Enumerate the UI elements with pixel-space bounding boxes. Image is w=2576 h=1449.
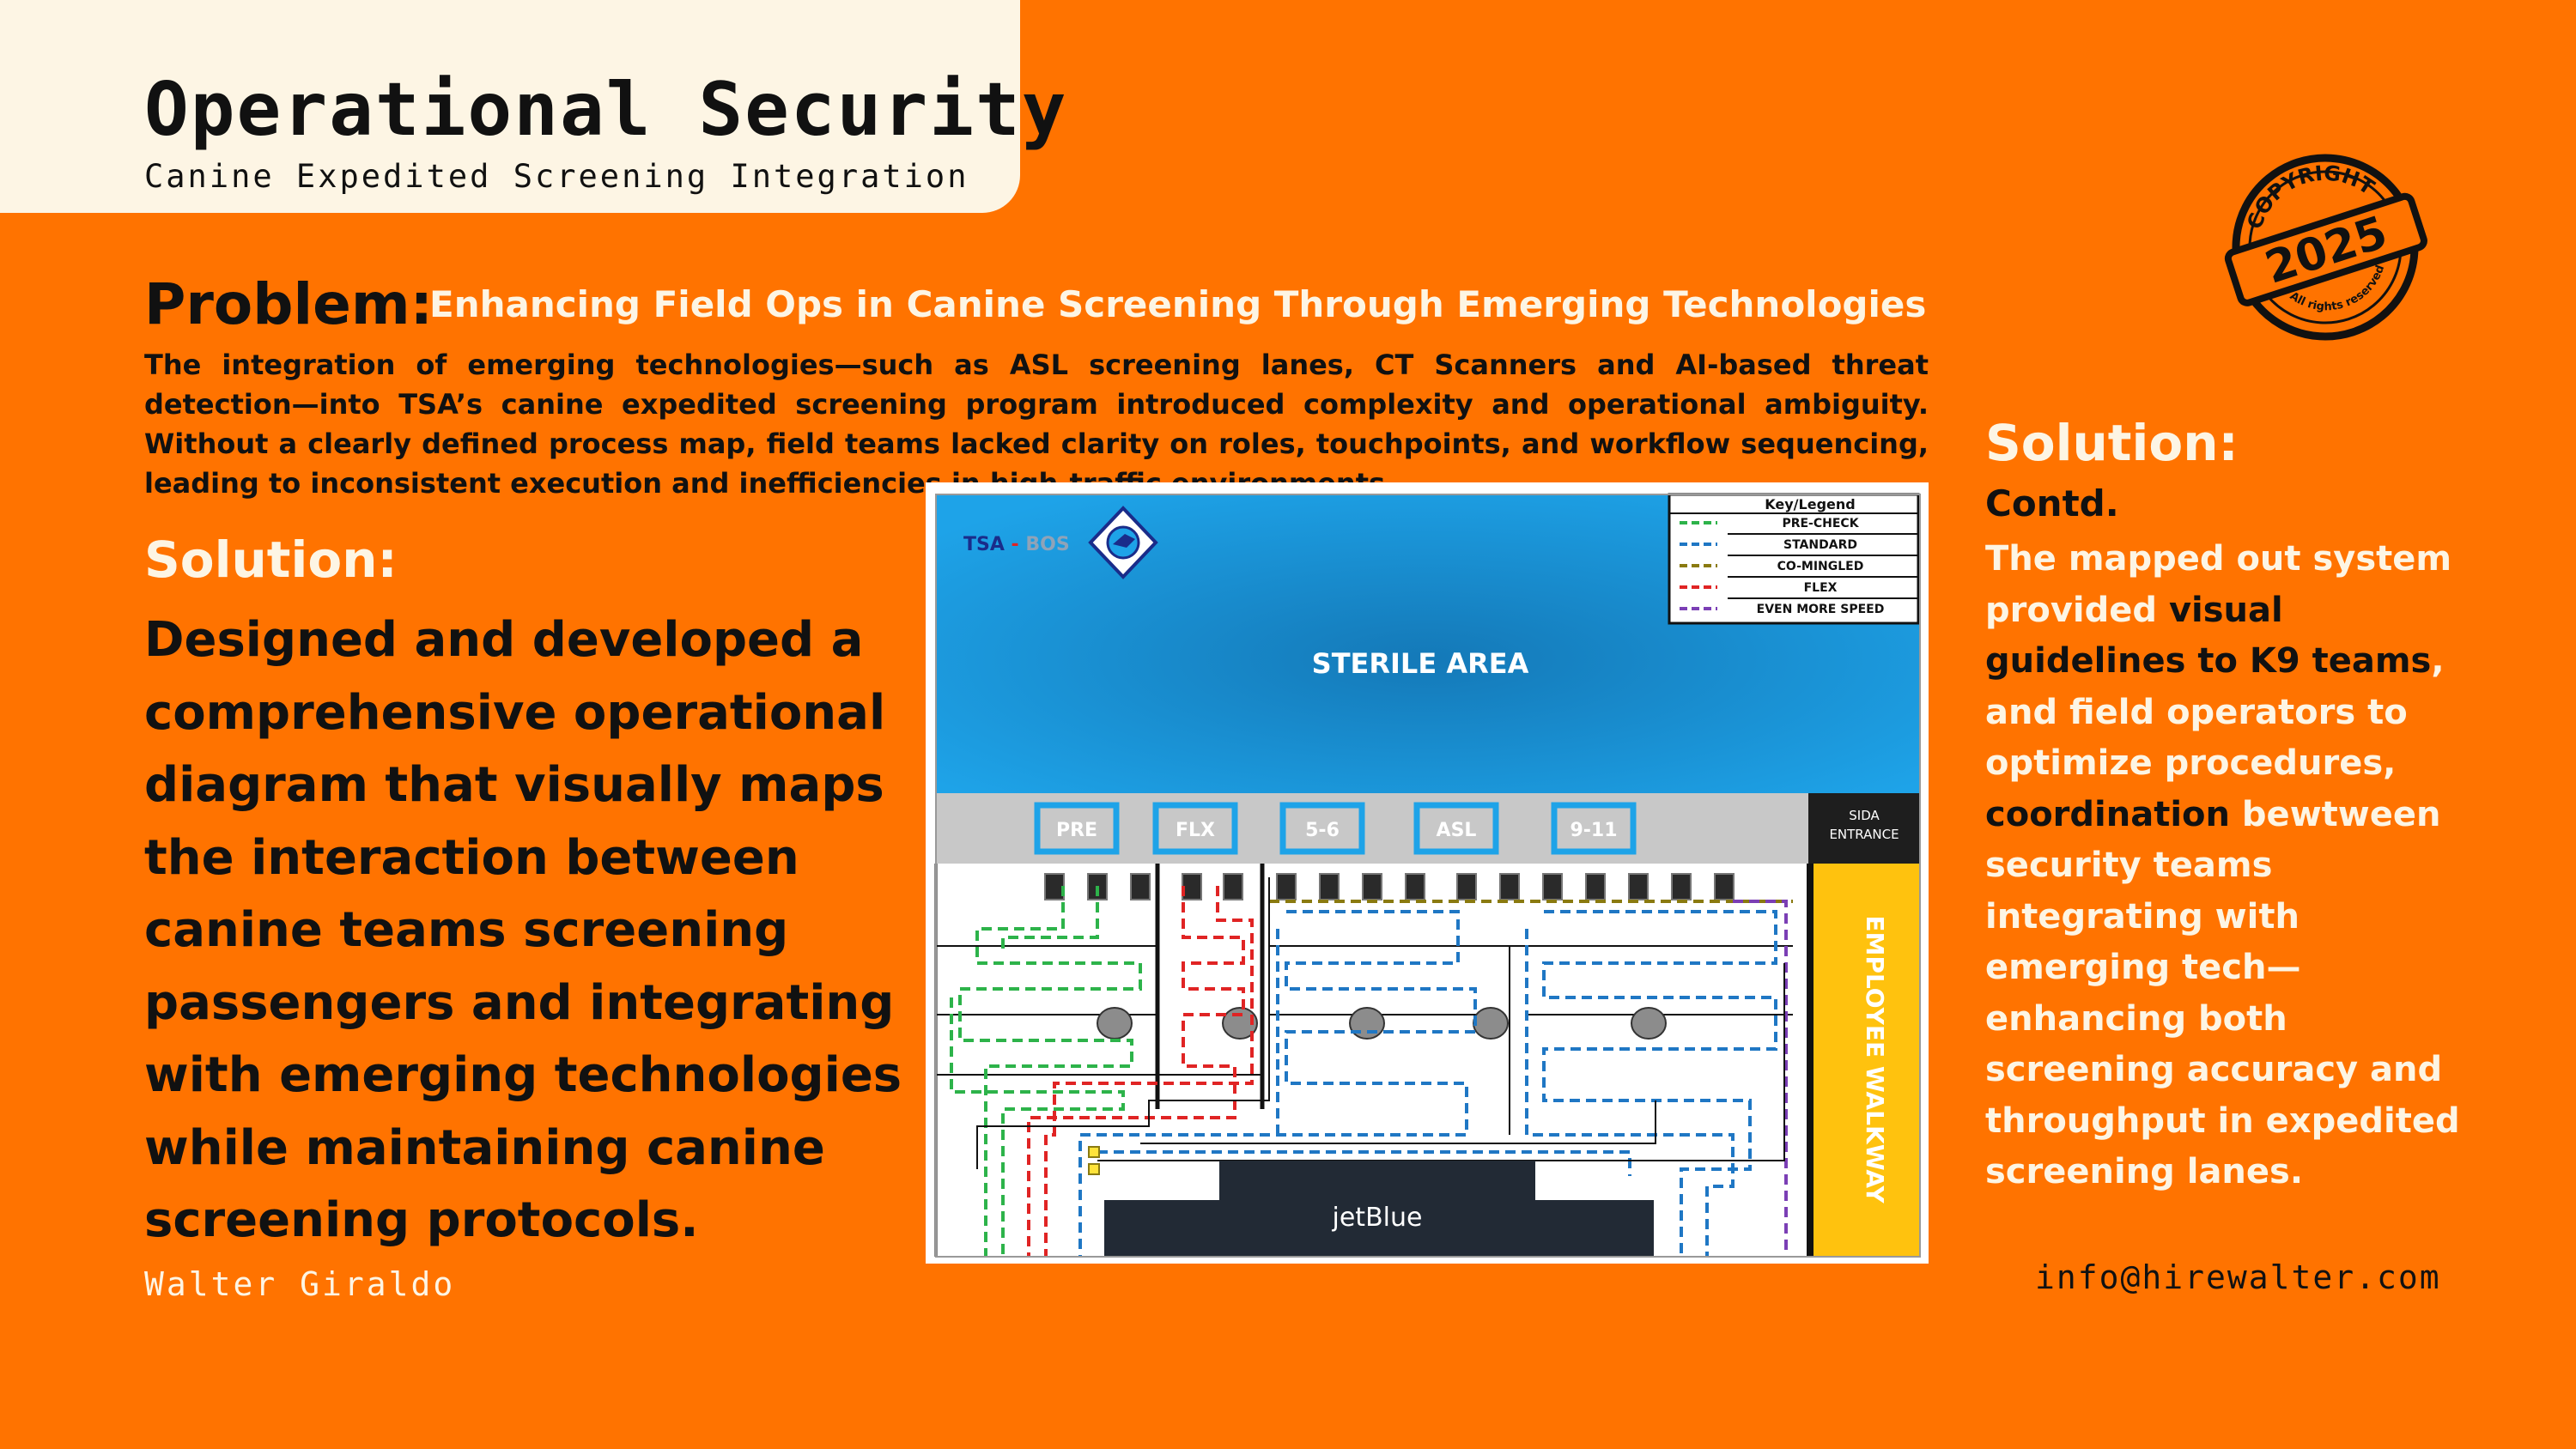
scanner-icon bbox=[1223, 873, 1243, 900]
solution-body-right: The mapped out system provided visual gu… bbox=[1985, 534, 2466, 1198]
solution-text-part: The mapped out system provided bbox=[1985, 539, 2452, 630]
jetblue-counter bbox=[1219, 1161, 1535, 1257]
legend-row: FLEX bbox=[1680, 581, 1918, 599]
solution-text-part: bewtween security teams integrating with… bbox=[1985, 794, 2460, 1192]
canine-marker bbox=[1088, 1146, 1100, 1158]
lane-label: 9-11 bbox=[1570, 820, 1617, 841]
solution-body-left: Designed and developed a comprehensive o… bbox=[144, 612, 902, 1248]
solution-text-part: , and field operators to optimize proced… bbox=[1985, 641, 2445, 783]
ct-scanner-icon bbox=[1222, 1007, 1258, 1040]
scanner-icon bbox=[1182, 873, 1202, 900]
legend-label: EVEN MORE SPEED bbox=[1757, 603, 1885, 616]
sida-entrance bbox=[1808, 793, 1920, 864]
counter-gap bbox=[1108, 1176, 1219, 1200]
sterile-area-label: STERILE AREA bbox=[1312, 647, 1529, 680]
lane-box-5-6: 5-6 bbox=[1279, 802, 1365, 855]
scanner-icon bbox=[1405, 873, 1425, 900]
canine-marker bbox=[1088, 1163, 1100, 1175]
lane-label: 5-6 bbox=[1305, 820, 1340, 841]
lane-box-9-11: 9-11 bbox=[1551, 802, 1637, 855]
scanner-icon bbox=[1499, 873, 1520, 900]
solution-text-highlight: visual guidelines to K9 teams bbox=[1985, 590, 2432, 682]
lane-box-flx: FLX bbox=[1152, 802, 1238, 855]
contact-email[interactable]: info@hirewalter.com bbox=[2035, 1258, 2441, 1296]
lane-label: ASL bbox=[1437, 820, 1477, 841]
sida-label-1: SIDA bbox=[1849, 808, 1880, 823]
ct-scanner-icon bbox=[1349, 1007, 1385, 1040]
problem-headline: Enhancing Field Ops in Canine Screening … bbox=[429, 283, 1927, 325]
queue-paths bbox=[950, 886, 1793, 1257]
ct-scanner-icon bbox=[1097, 1007, 1133, 1040]
solution-text-highlight: coordination bbox=[1985, 794, 2230, 834]
counter-gap bbox=[1535, 1176, 1647, 1200]
problem-label: Problem: bbox=[144, 271, 434, 337]
legend-row: STANDARD bbox=[1680, 538, 1918, 556]
legend-row: CO-MINGLED bbox=[1680, 560, 1918, 578]
operational-diagram: STERILE AREA TSA - BOS Key/Legend PRE-CH… bbox=[926, 482, 1929, 1264]
sida-label-2: ENTRANCE bbox=[1829, 827, 1899, 842]
page-subtitle: Canine Expedited Screening Integration bbox=[144, 158, 969, 195]
author-name: Walter Giraldo bbox=[144, 1265, 456, 1303]
scanner-icon bbox=[1671, 873, 1692, 900]
ct-scanner-icon bbox=[1473, 1007, 1509, 1040]
scanner-icon bbox=[1276, 873, 1297, 900]
legend-title: Key/Legend bbox=[1765, 496, 1855, 512]
ct-scanner-icon bbox=[1631, 1007, 1667, 1040]
scanner-icon bbox=[1319, 873, 1340, 900]
scanner-icon bbox=[1044, 873, 1065, 900]
tsa-logo-text: TSA - BOS bbox=[963, 534, 1070, 555]
tsa-eagle-icon bbox=[1088, 506, 1158, 579]
title-card: Operational Security Canine Expedited Sc… bbox=[0, 0, 1066, 213]
lane-label: PRE bbox=[1056, 820, 1097, 841]
legend-label: STANDARD bbox=[1783, 538, 1857, 552]
legend-label: CO-MINGLED bbox=[1777, 560, 1864, 573]
walkway-label: EMPLOYEE WALKWAY bbox=[1861, 915, 1889, 1203]
legend-row: PRE-CHECK bbox=[1680, 517, 1918, 535]
scanner-icon bbox=[1130, 873, 1151, 900]
scanner-icon bbox=[1585, 873, 1606, 900]
scanner-icon bbox=[1362, 873, 1382, 900]
lane-box-pre: PRE bbox=[1034, 802, 1120, 855]
copyright-stamp: COPYRIGHT 2025 All rights reserved bbox=[2224, 144, 2427, 341]
lane-label: FLX bbox=[1176, 820, 1215, 841]
employee-walkway bbox=[1810, 864, 1920, 1257]
diagram-svg: STERILE AREA TSA - BOS Key/Legend PRE-CH… bbox=[934, 493, 1921, 1258]
stamp-banner bbox=[2224, 192, 2427, 306]
scanner-icon bbox=[1456, 873, 1477, 900]
scanner-icon bbox=[1628, 873, 1649, 900]
legend-label: FLEX bbox=[1804, 581, 1838, 595]
lane-box-asl: ASL bbox=[1413, 802, 1499, 855]
solution-label-right: Solution: bbox=[1985, 414, 2239, 472]
page-title: Operational Security bbox=[144, 67, 1068, 153]
scanner-icon bbox=[1542, 873, 1563, 900]
jetblue-label: jetBlue bbox=[1332, 1203, 1423, 1233]
diagram-legend: Key/Legend PRE-CHECK STANDARD CO-MINGLED FL… bbox=[1668, 493, 1920, 625]
solution-label-left: Solution: bbox=[144, 530, 398, 589]
scanner-icon bbox=[1714, 873, 1735, 900]
problem-body: The integration of emerging technologies… bbox=[144, 349, 1929, 500]
legend-row: EVEN MORE SPEED bbox=[1680, 603, 1884, 616]
legend-label: PRE-CHECK bbox=[1782, 517, 1859, 530]
solution-contd-label: Contd. bbox=[1985, 482, 2119, 524]
